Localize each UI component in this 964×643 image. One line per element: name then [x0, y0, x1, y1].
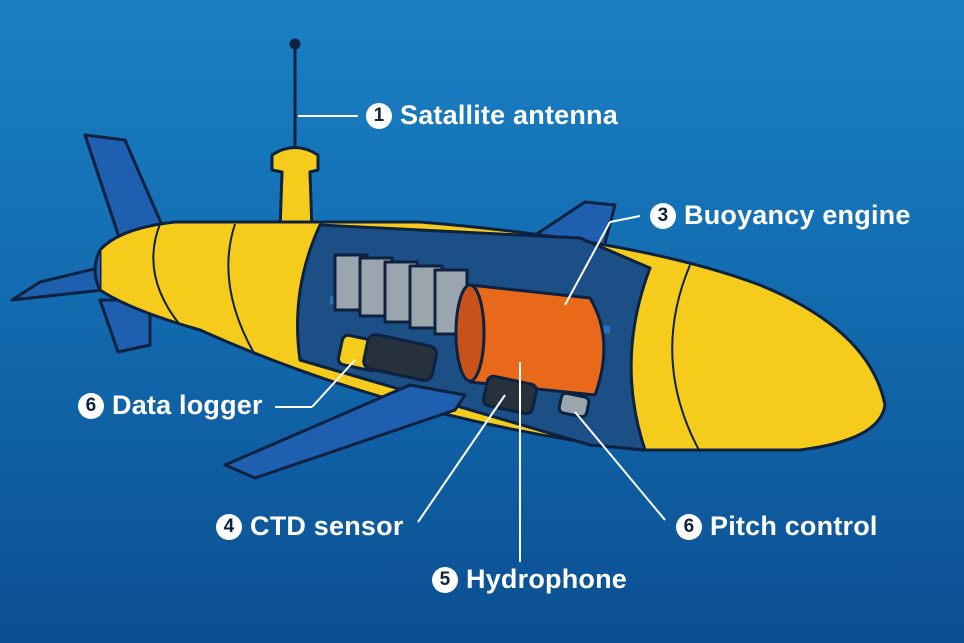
antenna-mast — [270, 146, 320, 232]
number-badge: 3 — [650, 202, 676, 229]
number-badge: 4 — [216, 513, 242, 540]
label-text: Pitch control — [710, 511, 878, 541]
label-hydrophone: 5 Hydrophone — [432, 564, 627, 595]
battery-pack — [333, 253, 469, 336]
label-data-logger: 6 Data logger — [78, 390, 263, 421]
label-satellite-antenna: 1 Satallite antenna — [366, 100, 618, 131]
label-buoyancy-engine: 3 Buoyancy engine — [650, 200, 911, 231]
wing-bottom — [223, 383, 467, 480]
label-text: Hydrophone — [466, 564, 627, 594]
pitch-control — [557, 391, 591, 419]
number-badge: 5 — [432, 566, 458, 593]
label-text: Satallite antenna — [400, 100, 618, 130]
number-badge: 1 — [366, 102, 392, 129]
label-pitch-control: 6 Pitch control — [676, 511, 878, 542]
label-text: Buoyancy engine — [684, 200, 911, 230]
number-badge: 6 — [78, 392, 104, 419]
number-badge: 6 — [676, 513, 702, 540]
label-text: CTD sensor — [250, 511, 404, 541]
label-text: Data logger — [112, 390, 263, 420]
label-ctd-sensor: 4 CTD sensor — [216, 511, 404, 542]
